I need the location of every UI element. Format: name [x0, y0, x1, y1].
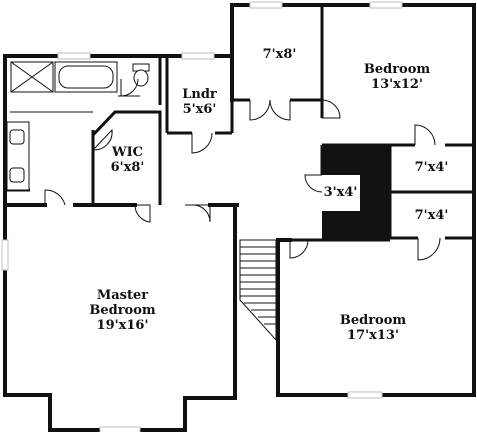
room-label-bedroom-bottom: Bedroom 17'x13' — [328, 313, 418, 343]
room-label-bedroom-top: Bedroom 13'x12' — [352, 62, 442, 92]
window-master-left — [1, 239, 9, 271]
room-dims: 7'x4' — [414, 208, 449, 223]
room-label-laundry: Lndr 5'x6' — [172, 87, 227, 117]
room-label-closet-top: 7'x8' — [252, 47, 307, 62]
door-wic-in — [92, 128, 113, 151]
room-dims: 13'x12' — [371, 77, 423, 92]
bathroom-door-arc — [120, 78, 139, 97]
doors — [44, 99, 441, 261]
room-dims: 17'x13' — [347, 328, 399, 343]
room-label-closet-small: 3'x4' — [318, 185, 363, 200]
door-bottom-bedroom — [289, 239, 309, 259]
toilet-bowl — [133, 69, 149, 87]
room-dims: 19'x16' — [96, 318, 149, 333]
door-laundry — [191, 132, 213, 154]
door-closet-right-1 — [414, 124, 436, 146]
window-bath — [57, 52, 91, 60]
bathtub-inner — [58, 65, 114, 89]
window-laundry — [181, 52, 215, 60]
room-name: WIC — [111, 145, 144, 160]
door-wic — [134, 204, 151, 223]
room-name: Bedroom — [339, 313, 407, 328]
sink-1 — [9, 129, 25, 145]
room-name: Bedroom — [363, 62, 431, 77]
door-closet-top — [249, 99, 271, 121]
room-label-wic: WIC 6'x8' — [100, 145, 155, 175]
closet-small-area — [320, 175, 360, 211]
door-bath — [44, 189, 66, 206]
room-dims: 7'x4' — [414, 160, 449, 175]
stair-outline — [239, 239, 277, 342]
windows — [1, 1, 403, 432]
room-name: Lndr — [182, 87, 217, 102]
wall-top-right — [230, 3, 476, 240]
sink-2 — [9, 167, 25, 183]
wall-wic — [91, 110, 162, 205]
window-bedroom-bottom — [347, 391, 383, 399]
window-bedroom-top — [369, 1, 403, 9]
room-name-line1: Master — [96, 288, 149, 303]
shaft-block — [320, 145, 390, 240]
room-label-closet-right-2: 7'x4' — [404, 208, 459, 223]
room-dims: 5'x6' — [182, 102, 217, 117]
room-name-line2: Bedroom — [89, 303, 156, 318]
window-closet-top — [249, 1, 283, 9]
door-closet-right-2 — [417, 237, 441, 261]
door-master-top — [185, 204, 211, 223]
door-closet-top-b — [269, 99, 291, 121]
door-hall-right — [304, 174, 323, 193]
room-label-master-bedroom: Master Bedroom 19'x16' — [70, 288, 175, 333]
bathroom-fixtures — [6, 61, 150, 191]
room-dims: 7'x8' — [262, 47, 297, 62]
stairs — [239, 239, 277, 342]
door-bedroom-top — [321, 99, 341, 119]
room-dims: 3'x4' — [323, 185, 358, 200]
room-dims: 6'x8' — [110, 160, 145, 175]
room-label-closet-right-1: 7'x4' — [404, 160, 459, 175]
window-master-bottom — [99, 426, 141, 432]
